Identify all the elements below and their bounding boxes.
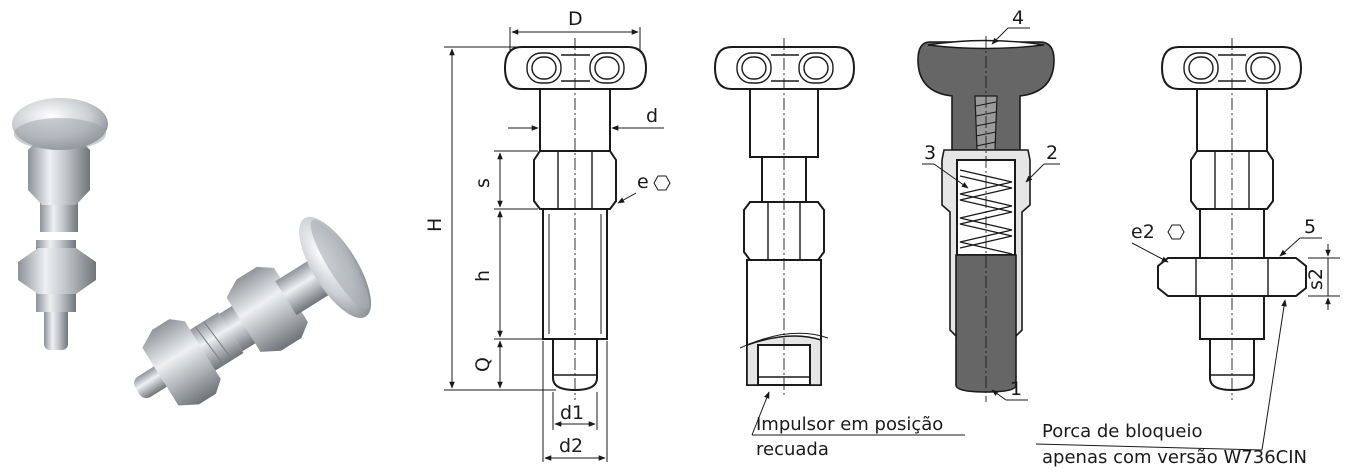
hex-icon-2 (1167, 224, 1185, 240)
locknut-view: e2 5 s2 Porca de bloqueio apenas com ver… (1035, 38, 1340, 468)
dim-s2-label: s2 (1305, 268, 1327, 290)
section-view: 4 3 2 1 (917, 7, 1060, 402)
caption-retracted-line1: Impulsor em posição (756, 414, 943, 435)
dim-d2-label: d2 (559, 435, 583, 457)
caption-locknut-line2: apenas com versão W736CIN (1042, 447, 1307, 468)
standing-indexing-plunger (12, 98, 108, 350)
dim-D-label: D (568, 8, 583, 30)
dim-Q-label: Q (472, 357, 494, 372)
callout-3: 3 (924, 142, 936, 164)
dim-H-label: H (424, 218, 446, 232)
caption-locknut-line1: Porca de bloqueio (1042, 421, 1202, 442)
dim-e2-label: e2 (1131, 221, 1155, 243)
lying-indexing-plunger (134, 216, 372, 406)
callout-4: 4 (1012, 7, 1024, 29)
callout-2: 2 (1046, 142, 1058, 164)
callout-5: 5 (1304, 216, 1316, 238)
retracted-view: Impulsor em posição recuada (713, 38, 965, 460)
caption-retracted-line2: recuada (756, 439, 829, 460)
product-photo (12, 98, 372, 406)
dim-h-label: h (472, 270, 494, 282)
callout-1: 1 (1010, 378, 1022, 400)
dim-e-label: e (637, 171, 649, 193)
hex-icon (653, 175, 671, 191)
dim-s-label: s (472, 178, 494, 188)
dimensioned-view: D d e H s h Q d1 d2 (424, 8, 671, 462)
dim-d-label: d (646, 105, 658, 127)
dim-d1-label: d1 (560, 402, 584, 424)
